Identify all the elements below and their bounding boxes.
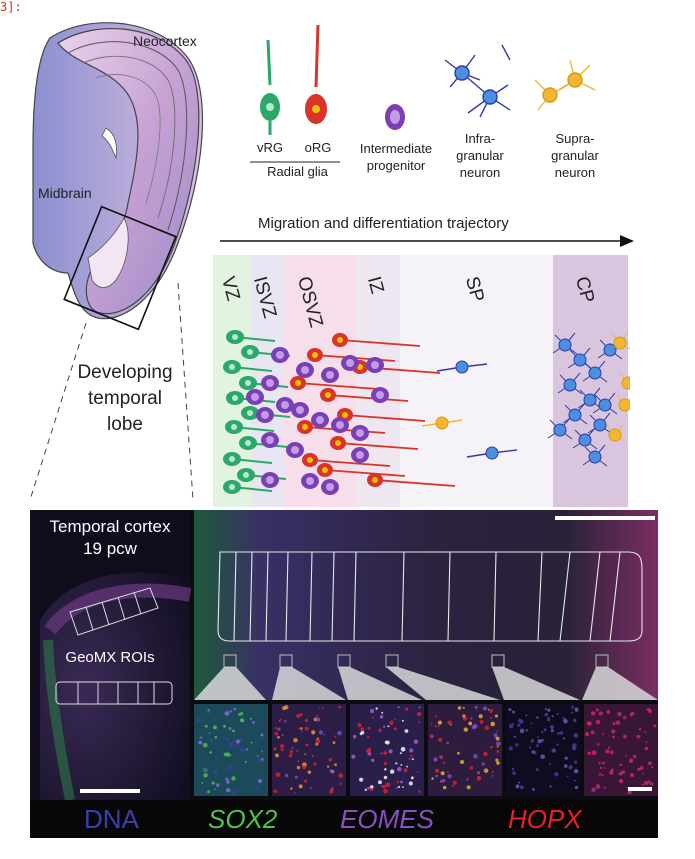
micro-title-line-1: Temporal cortex xyxy=(49,517,171,536)
infragranular-neuron xyxy=(598,398,612,412)
midbrain-label: Midbrain xyxy=(38,185,92,201)
intermediate-progenitor-line-2: progenitor xyxy=(366,158,426,173)
infragranular-neuron xyxy=(578,433,592,447)
infragranular-line-2: granular xyxy=(456,148,504,163)
org-cell-icon xyxy=(305,25,327,124)
stain-legend: DNA SOX2 EOMES HOPX xyxy=(30,800,658,838)
supragranular-neuron xyxy=(613,336,627,350)
cell-type-icons xyxy=(260,25,596,135)
brain-schematic xyxy=(32,22,204,331)
scale-bar-left xyxy=(80,789,140,793)
supragranular-line-2: granular xyxy=(551,148,599,163)
infragranular-neuron xyxy=(563,378,577,392)
infragranular-neuron xyxy=(485,446,499,460)
scale-bar-main xyxy=(555,516,655,520)
cell-indicator: 3]: xyxy=(0,0,22,14)
neocortex-label: Neocortex xyxy=(133,33,197,49)
lobe-label-line-1: Developing xyxy=(77,362,173,383)
zoom-box xyxy=(63,205,177,331)
supragranular-neuron xyxy=(621,376,630,390)
lobe-label-line-3: lobe xyxy=(107,414,143,435)
org-label: oRG xyxy=(304,140,332,155)
zone-band-sp xyxy=(400,255,553,507)
micro-title-line-2: 19 pcw xyxy=(83,539,137,558)
stain-eomes: EOMES xyxy=(340,804,434,834)
supragranular-neuron xyxy=(608,428,622,442)
supragranular-neuron-label: Supra- granular neuron xyxy=(540,130,610,181)
infragranular-neuron xyxy=(588,366,602,380)
stain-hopx: HOPX xyxy=(508,804,582,834)
supragranular-neuron xyxy=(618,398,630,412)
microscopy-image xyxy=(30,510,658,800)
roi-label: GeoMX ROIs xyxy=(65,649,155,666)
infragranular-neuron-label: Infra- granular neuron xyxy=(445,130,515,181)
supragranular-line-1: Supra- xyxy=(555,131,595,146)
infragranular-neuron xyxy=(588,450,602,464)
stain-sox2: SOX2 xyxy=(208,804,278,834)
infragranular-line-1: Infra- xyxy=(464,131,496,146)
infragranular-neuron xyxy=(573,353,587,367)
intermediate-progenitor-label: Intermediate progenitor xyxy=(346,140,446,174)
zone-diagram xyxy=(213,255,630,507)
infragranular-neuron xyxy=(568,408,582,422)
infragranular-neuron xyxy=(553,423,567,437)
trajectory-label: Migration and differentiation trajectory xyxy=(258,215,509,232)
stain-dna: DNA xyxy=(84,804,139,834)
supragranular-line-3: neuron xyxy=(554,165,596,180)
infragranular-neuron xyxy=(593,418,607,432)
infragranular-neuron xyxy=(558,338,572,352)
intermediate-progenitor-line-1: Intermediate xyxy=(359,141,433,156)
infragranular-neuron-icon xyxy=(444,44,511,118)
intermediate-progenitor-icon xyxy=(385,104,405,130)
supragranular-neuron-icon xyxy=(534,59,596,111)
radial-glia-label: Radial glia xyxy=(267,164,328,179)
supragranular-neuron xyxy=(435,416,449,430)
vrg-label: vRG xyxy=(257,140,283,155)
infragranular-neuron xyxy=(455,360,469,374)
infragranular-line-3: neuron xyxy=(459,165,501,180)
micro-title: Temporal cortex 19 pcw xyxy=(30,516,190,560)
scale-bar-tile xyxy=(628,787,652,791)
lobe-label: Developing temporal lobe xyxy=(65,360,185,438)
infragranular-neuron xyxy=(583,393,597,407)
lobe-label-line-2: temporal xyxy=(88,388,162,409)
microscopy-panel: Temporal cortex 19 pcw GeoMX ROIs xyxy=(30,510,658,800)
infragranular-neuron xyxy=(603,343,617,357)
vrg-cell-icon xyxy=(260,39,280,135)
